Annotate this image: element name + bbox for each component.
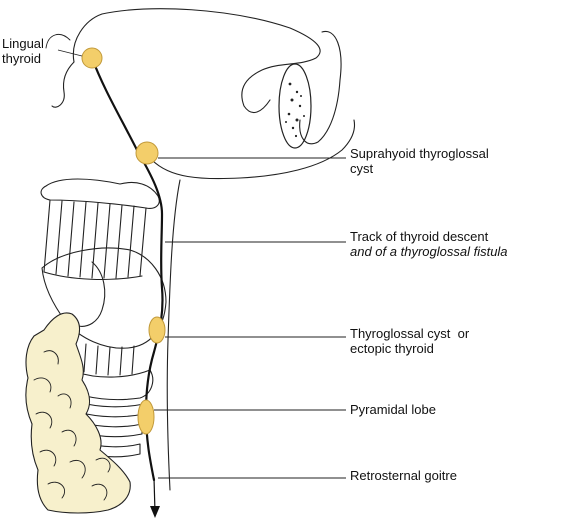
pyramidal-lobe-nodule [137,399,155,435]
epiglottis [299,30,342,145]
thyroid-lobe [25,312,131,514]
retrosternal-arrowhead [150,506,160,518]
label-line: Track of thyroid descent [350,229,489,244]
label-thyroglossal-cyst: Thyroglossal cyst or ectopic thyroid [350,326,469,356]
label-pyramidal-lobe: Pyramidal lobe [350,402,436,417]
neck-skin-line [151,119,356,180]
label-line: Lingual [2,36,44,51]
suprahyoid-cyst-nodule [135,141,159,165]
hyoid-section [278,63,312,149]
hyoid-bone [40,178,160,209]
label-suprahyoid-cyst: Suprahyoid thyroglossal cyst [350,146,489,176]
thyroglossal-cyst-nodule [148,316,166,344]
label-line: Thyroglossal cyst or [350,326,470,341]
label-line: thyroid [2,51,42,66]
label-line: and of a thyroglossal fistula [350,244,508,259]
label-line: ectopic thyroid [350,341,434,356]
anterior-neck-line [166,179,181,491]
label-retrosternal-goitre: Retrosternal goitre [350,468,457,483]
tongue-outline [72,8,321,114]
label-line: Suprahyoid thyroglossal [350,146,489,161]
hyoid-texture [285,82,305,138]
label-line: cyst [350,161,374,176]
lingual-squiggle [45,34,71,49]
cricothyroid-membrane [83,343,135,376]
label-line: Retrosternal goitre [350,468,457,483]
label-lingual-thyroid: Lingual thyroid [2,36,44,66]
cricoid-cartilage [71,369,154,401]
label-track-of-descent: Track of thyroid descent and of a thyrog… [350,229,508,259]
lingual-thyroid-nodule [81,47,103,69]
leader-lingual-thyroid [57,49,83,57]
lip-curl [51,61,75,108]
label-line: Pyramidal lobe [350,402,436,417]
thyrohyoid-membrane [43,199,147,279]
thyroid-lobulation [33,350,111,501]
